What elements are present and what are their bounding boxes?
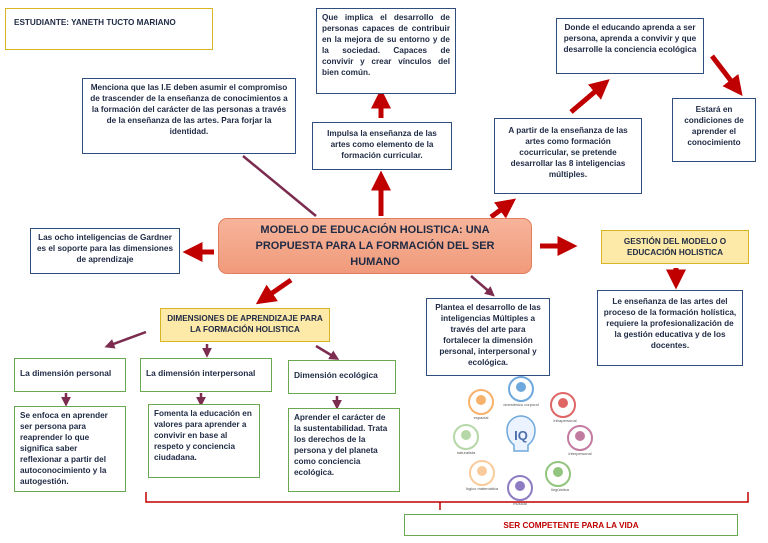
iq-icon-cinestesico (516, 382, 526, 392)
text-personal: Se enfoca en aprender ser persona para r… (14, 406, 126, 492)
iq-label-cinestesico: cinestésico corporal (503, 402, 538, 407)
dim-personal: La dimensión personal (14, 358, 126, 392)
iq-bulb (506, 415, 536, 452)
node-ocho-inteligencias: Las ocho inteligencias de Gardner es el … (30, 228, 180, 274)
iq-icon-logico (477, 466, 487, 476)
iq-label-espacial: espacial (474, 415, 489, 420)
arrow-to-dimensiones (255, 277, 293, 305)
node-impulsa: Impulsa la enseñanza de las artes como e… (312, 122, 452, 170)
iq-icon-musical (515, 481, 525, 491)
node-apartir: A partir de la enseñanza de las artes co… (494, 118, 642, 194)
node-plantea: Plantea el desarrollo de las inteligenci… (426, 298, 550, 376)
iq-label-naturalista: naturalista (457, 450, 476, 455)
dim-interpersonal: La dimensión interpersonal (140, 358, 272, 392)
gestion-text: Le enseñanza de las artes del proceso de… (597, 290, 743, 366)
iq-icon-linguistica (553, 467, 563, 477)
iq-icon-interpersonal (575, 431, 585, 441)
arrow-to-apartir (489, 198, 517, 220)
node-estara: Estará en condiciones de aprender el con… (672, 98, 756, 162)
iq-icon-naturalista (461, 430, 471, 440)
node-donde: Donde el educando aprenda a ser persona,… (556, 18, 704, 74)
central-title: MODELO DE EDUCACIÓN HOLISTICA: UNA PROPU… (218, 218, 532, 274)
iq-label-musical: musical (513, 501, 527, 506)
iq-icon-intrapersonal (558, 398, 568, 408)
node-menciona: Menciona que las I.E deben asumir el com… (82, 78, 296, 154)
text-interpersonal: Fomenta la educación en valores para apr… (148, 404, 260, 478)
bottom-brace (145, 492, 749, 510)
dimensiones-title: DIMENSIONES DE APRENDIZAJE PARA LA FORMA… (160, 308, 330, 342)
arrow-to-estara (710, 54, 743, 96)
footer-competente: SER COMPETENTE PARA LA VIDA (404, 514, 738, 536)
gestion-title: GESTIÓN DEL MODELO O EDUCACIÓN HOLISTICA (601, 230, 749, 264)
iq-label-linguistica: lingüística (551, 487, 570, 492)
line-to-dim-ecologica (315, 344, 340, 360)
dim-ecologica: Dimensión ecológica (288, 360, 396, 394)
iq-icon-espacial (476, 395, 486, 405)
iq-label-interpersonal: interpersonal (568, 451, 591, 456)
line-to-dim-personal (104, 330, 147, 349)
node-que-implica: Que implica el desarrollo de personas ca… (316, 8, 456, 94)
line-to-plantea (470, 275, 495, 297)
student-name: ESTUDIANTE: YANETH TUCTO MARIANO (5, 8, 213, 50)
iq-label-logico: lógico matemática (466, 486, 499, 491)
iq-center-text: IQ (514, 428, 528, 443)
iq-graphic: IQ espacial cinestésico corporal intrape… (453, 376, 593, 506)
arrow-to-donde (569, 79, 610, 114)
text-ecologica: Aprender el carácter de la sustentabilid… (288, 408, 400, 492)
iq-label-intrapersonal: intrapersonal (553, 418, 576, 423)
line-to-menciona (242, 155, 317, 217)
